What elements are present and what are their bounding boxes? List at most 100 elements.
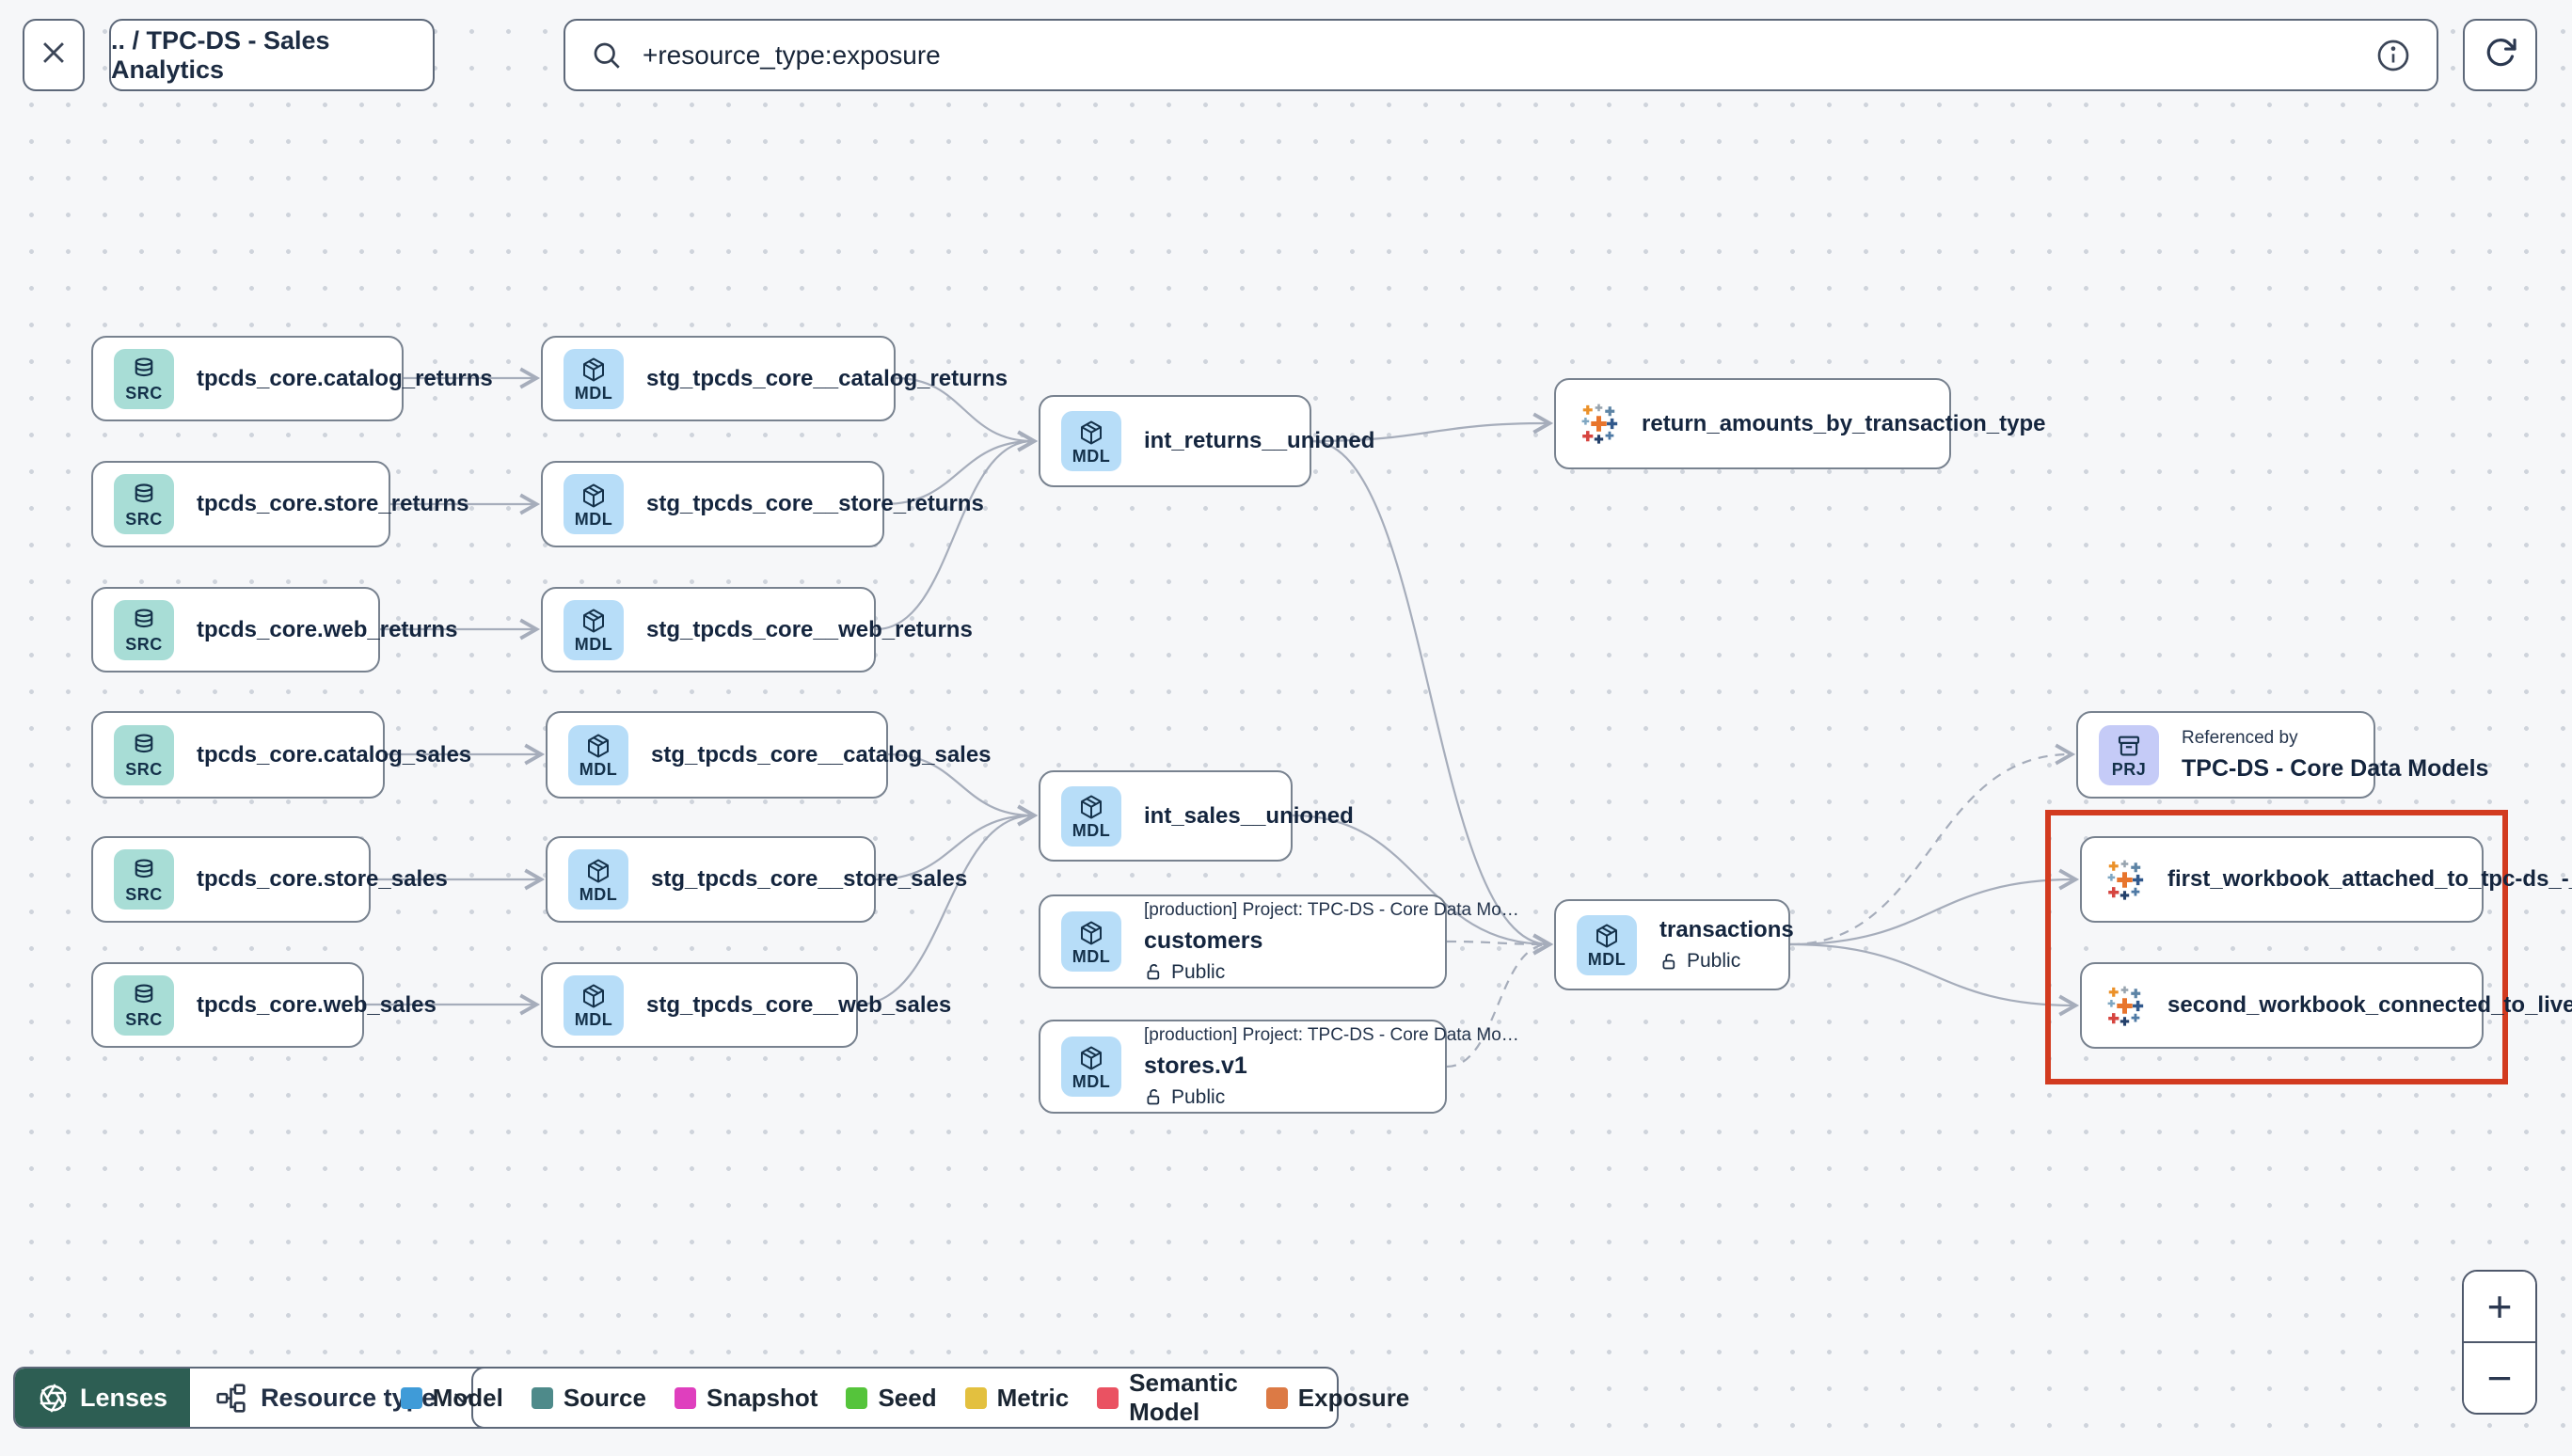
node-label: stg_tpcds_core__store_returns <box>646 491 984 516</box>
legend-item-exposure: Exposure <box>1265 1384 1409 1413</box>
model-icon <box>579 607 608 635</box>
legend-swatch <box>964 1386 987 1409</box>
tableau-icon <box>2103 984 2147 1028</box>
node-label: transactions <box>1659 917 1794 942</box>
node-tpcds-core-store-sales[interactable]: SRC tpcds_core.store_sales <box>91 836 448 923</box>
close-button[interactable] <box>23 19 85 91</box>
node-label: stg_tpcds_core__web_sales <box>646 991 952 1018</box>
lenses-button[interactable]: Lenses <box>15 1369 191 1427</box>
node-label: TPC-DS - Core Data Models <box>2182 754 2489 782</box>
refresh-icon <box>2483 35 2518 75</box>
model-icon <box>1077 419 1105 447</box>
model-icon <box>1593 922 1621 950</box>
node-access: Public <box>1144 961 1424 984</box>
search-bar[interactable] <box>564 19 2438 91</box>
hierarchy-icon <box>214 1382 247 1415</box>
tableau-icon <box>2103 858 2147 902</box>
model-icon <box>579 482 608 510</box>
search-icon <box>590 39 624 72</box>
source-badge: SRC <box>114 724 174 785</box>
node-label: int_returns__unioned <box>1144 428 1375 453</box>
model-badge: MDL <box>564 348 624 409</box>
source-badge: SRC <box>114 974 174 1036</box>
legend-swatch <box>1265 1386 1288 1409</box>
node-label: second_workbook_connected_to_live… <box>2167 992 2572 1018</box>
resource-type-button[interactable]: Resource type <box>190 1369 502 1427</box>
chevron-down-icon <box>449 1384 477 1412</box>
model-icon <box>579 982 608 1010</box>
lineage-edge <box>887 752 1039 827</box>
model-badge: MDL <box>1061 785 1121 847</box>
source-icon <box>130 356 158 384</box>
legend-item-metric: Metric <box>964 1384 1069 1413</box>
source-badge: SRC <box>114 849 174 910</box>
node-customers[interactable]: MDL[production] Project: TPC-DS - Core D… <box>1039 894 1519 989</box>
node-label: return_amounts_by_transaction_type <box>1642 410 2046 436</box>
lineage-edge <box>875 804 1039 881</box>
close-icon <box>38 37 70 73</box>
node-label: tpcds_core.catalog_sales <box>197 741 472 768</box>
zoom-out-button[interactable]: − <box>2464 1343 2535 1413</box>
model-badge: MDL <box>568 849 628 910</box>
model-icon <box>1077 793 1105 821</box>
node-label: int_sales__unioned <box>1144 802 1354 829</box>
legend-swatch <box>1097 1386 1119 1409</box>
node-context: Referenced by <box>2182 727 2298 748</box>
legend-item-snapshot: Snapshot <box>674 1384 818 1413</box>
node-access: Public <box>1659 950 1768 973</box>
lenses-label: Lenses <box>80 1383 168 1412</box>
node-label: tpcds_core.web_returns <box>197 616 458 642</box>
node-return-amounts-by-transaction-type[interactable]: return_amounts_by_transaction_type <box>1554 378 2046 469</box>
node-label: tpcds_core.store_sales <box>197 866 448 892</box>
unlock-icon <box>1144 962 1164 982</box>
node-label: tpcds_core.web_sales <box>197 991 437 1018</box>
node-tpcds-core-catalog-sales[interactable]: SRC tpcds_core.catalog_sales <box>91 711 472 799</box>
legend-swatch <box>846 1386 868 1409</box>
refresh-button[interactable] <box>2463 19 2537 91</box>
source-icon <box>130 607 158 635</box>
model-icon <box>584 857 612 885</box>
node-label: stg_tpcds_core__catalog_sales <box>651 741 992 768</box>
node-first-workbook[interactable]: first_workbook_attached_to_tpc-ds_-_… <box>2080 836 2572 923</box>
node-second-workbook[interactable]: second_workbook_connected_to_live… <box>2080 962 2572 1049</box>
aperture-icon <box>38 1383 69 1414</box>
info-icon[interactable] <box>2374 37 2412 74</box>
lineage-edge <box>1789 743 2076 946</box>
zoom-in-button[interactable]: + <box>2464 1272 2535 1341</box>
node-int-sales-unioned[interactable]: MDL int_sales__unioned <box>1039 770 1354 862</box>
lineage-edge <box>883 430 1039 506</box>
lineage-edge <box>1292 814 1554 956</box>
project-icon <box>2115 732 2143 760</box>
node-stores-v1[interactable]: MDL[production] Project: TPC-DS - Core D… <box>1039 1020 1519 1114</box>
node-label: first_workbook_attached_to_tpc-ds_-_… <box>2167 866 2572 892</box>
node-tpcds-core-web-sales[interactable]: SRC tpcds_core.web_sales <box>91 962 437 1048</box>
search-input[interactable] <box>641 39 2358 71</box>
lineage-edge <box>1446 933 1554 1068</box>
source-icon <box>130 732 158 760</box>
legend-item-source: Source <box>531 1384 646 1413</box>
unlock-icon <box>1659 952 1679 972</box>
source-icon <box>130 982 158 1010</box>
model-badge: MDL <box>564 599 624 660</box>
lineage-edge <box>857 804 1039 1006</box>
breadcrumb[interactable]: .. / TPC-DS - Sales Analytics <box>109 19 435 91</box>
lineage-edge <box>895 376 1039 452</box>
lineage-edge <box>1310 439 1554 956</box>
lineage-edge <box>1310 412 1554 443</box>
legend-item-seed: Seed <box>846 1384 937 1413</box>
